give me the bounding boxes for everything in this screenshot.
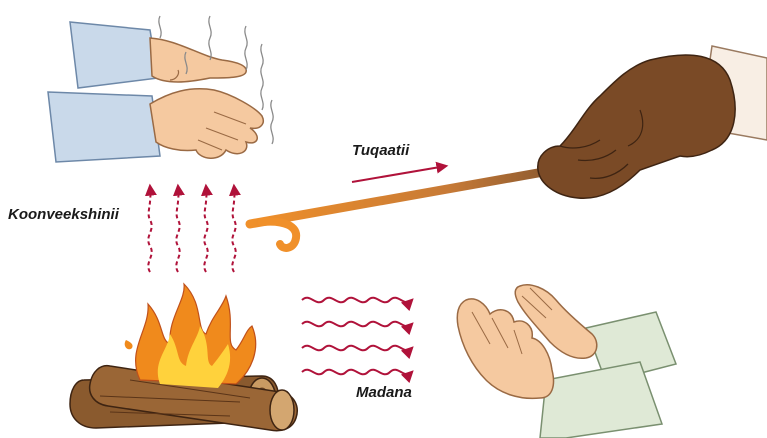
radiation-arrows	[302, 298, 412, 375]
lower-hand	[150, 89, 263, 159]
hands-facing-fire	[457, 285, 676, 438]
convection-arrows	[148, 186, 235, 272]
flames	[125, 284, 256, 388]
gloved-hand	[538, 46, 767, 198]
hands-over-fire	[48, 16, 273, 162]
conduction-label: Tuqaatii	[352, 142, 409, 159]
lower-sleeve	[48, 92, 160, 162]
campfire	[70, 284, 297, 431]
radiation-label: Madana	[356, 384, 412, 401]
conduction-arrow	[352, 166, 446, 182]
upper-sleeve	[70, 22, 158, 88]
upper-hand	[150, 38, 246, 82]
front-sleeve	[540, 362, 662, 438]
convection-label: Koonveekshinii	[8, 206, 119, 223]
